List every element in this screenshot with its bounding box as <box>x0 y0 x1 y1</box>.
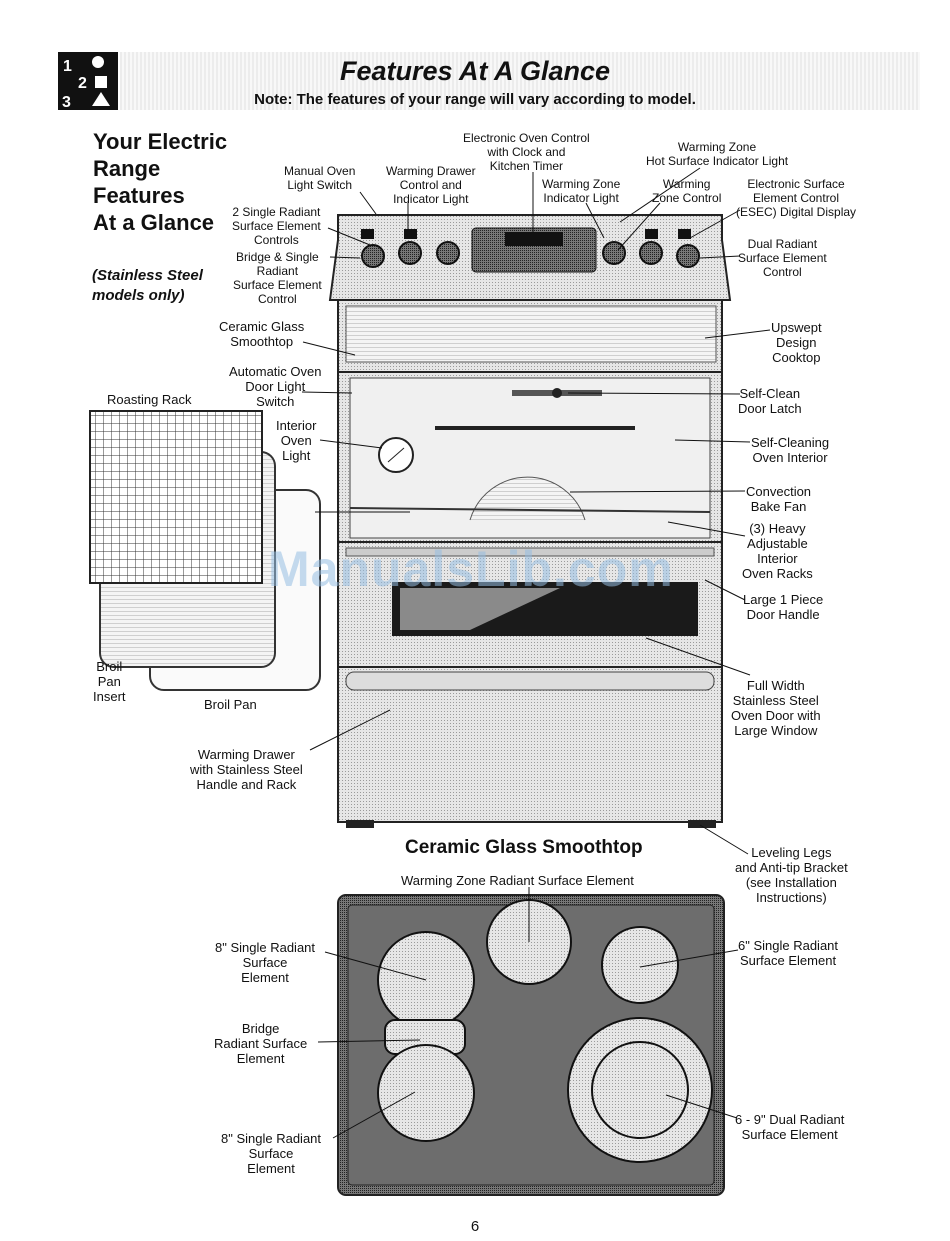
models-note-line: (Stainless Steel <box>92 267 203 284</box>
section-title-smoothtop: Ceramic Glass Smoothtop <box>405 837 643 858</box>
heading-line: Your Electric <box>93 129 228 154</box>
warming-drawer <box>337 666 723 823</box>
heading-line: Range <box>93 156 161 181</box>
label-roasting-rack: Roasting Rack <box>107 392 192 407</box>
models-note-line: models only) <box>92 287 185 304</box>
broil-pan-accessories <box>89 410 321 691</box>
watermark: ManualsLib.com <box>268 541 674 597</box>
page-number: 6 <box>470 1218 480 1235</box>
control-panel <box>328 214 732 301</box>
label-broil-pan: Broil Pan <box>204 697 257 712</box>
heading-line: At a Glance <box>93 210 215 235</box>
heading-line: Features <box>93 183 185 208</box>
models-note: (Stainless Steel models only) <box>92 266 203 306</box>
header-band <box>120 52 920 110</box>
section-heading: Your Electric Range Features At a Glance <box>93 128 227 236</box>
label-warming-zone-element: Warming Zone Radiant Surface Element <box>401 873 634 888</box>
page-title: Features At A Glance <box>339 56 611 86</box>
page-subtitle: Note: The features of your range will va… <box>254 91 696 108</box>
